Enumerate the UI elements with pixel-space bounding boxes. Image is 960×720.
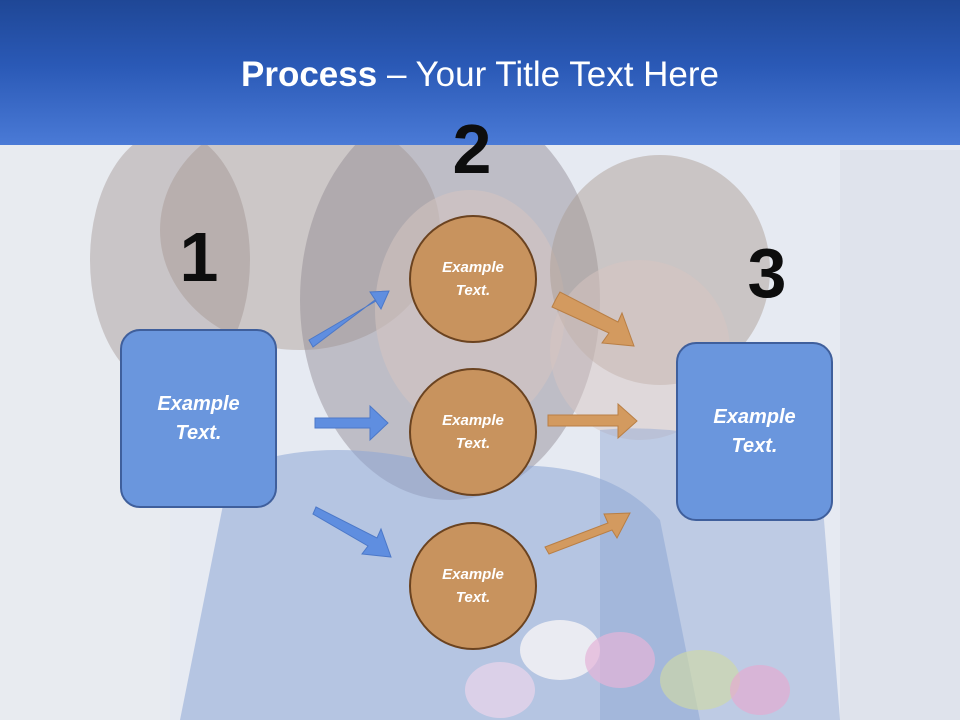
process-circle-1: Example Text. bbox=[409, 215, 537, 343]
slide-title: Process – Your Title Text Here bbox=[0, 55, 960, 95]
step-number-1: 1 bbox=[179, 218, 219, 296]
step-number-3: 3 bbox=[747, 234, 787, 312]
step-number-2: 2 bbox=[452, 110, 492, 188]
title-banner: Process – Your Title Text Here bbox=[0, 0, 960, 145]
title-bold: Process bbox=[241, 55, 378, 94]
process-box-right-text: Example Text. bbox=[713, 405, 796, 457]
title-rest: – Your Title Text Here bbox=[377, 55, 719, 94]
arrow-circle-3-to-right bbox=[544, 512, 631, 555]
process-circle-3: Example Text. bbox=[409, 522, 537, 650]
arrow-left-to-circle-2 bbox=[314, 404, 389, 442]
process-box-left: Example Text. bbox=[120, 329, 277, 508]
process-box-left-text: Example Text. bbox=[157, 392, 240, 444]
process-circle-3-text: Example Text. bbox=[442, 566, 504, 606]
arrow-left-to-circle-1 bbox=[308, 290, 390, 348]
arrow-left-to-circle-3 bbox=[312, 506, 392, 558]
arrow-circle-2-to-right bbox=[547, 402, 638, 440]
process-circle-2: Example Text. bbox=[409, 368, 537, 496]
process-box-right: Example Text. bbox=[676, 342, 833, 521]
process-circle-2-text: Example Text. bbox=[442, 412, 504, 452]
arrow-circle-1-to-right bbox=[551, 291, 635, 347]
process-circle-1-text: Example Text. bbox=[442, 259, 504, 299]
